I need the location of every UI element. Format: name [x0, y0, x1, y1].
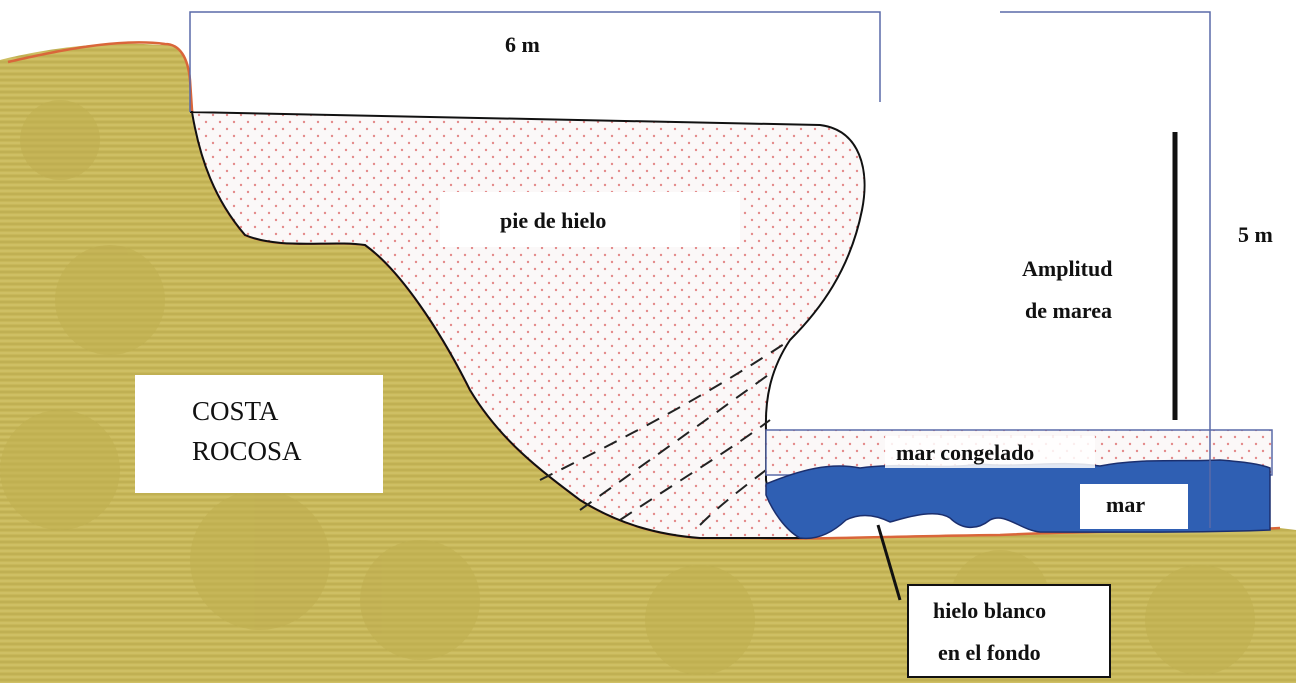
tide-label-line1: Amplitud: [1022, 256, 1112, 281]
tide-label-line2: de marea: [1025, 298, 1112, 323]
coast-label-box: [135, 375, 383, 493]
frozen-sea-label: mar congelado: [896, 440, 1034, 465]
bottom-ice-label-line2: en el fondo: [938, 640, 1041, 665]
coast-label-line2: ROCOSA: [192, 436, 302, 466]
height-label: 5 m: [1238, 222, 1273, 247]
sea-label: mar: [1106, 492, 1145, 517]
ice-foot-label: pie de hielo: [500, 208, 606, 233]
bottom-ice-label-line1: hielo blanco: [933, 598, 1046, 623]
sea: [766, 460, 1270, 538]
coast-label-line1: COSTA: [192, 396, 279, 426]
width-label: 6 m: [505, 32, 540, 57]
width-dimension-line: [190, 12, 880, 112]
